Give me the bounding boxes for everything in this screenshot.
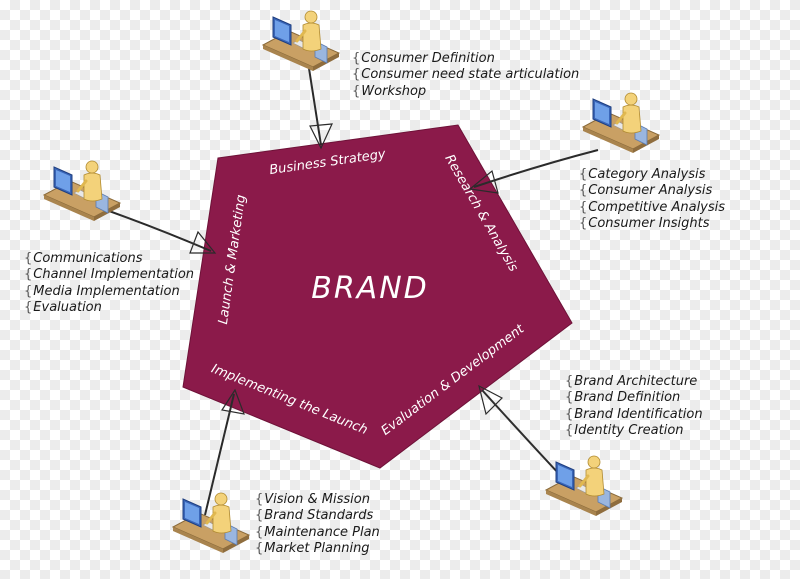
list-item: Market Planning (255, 541, 380, 557)
brand-pentagon (182, 124, 573, 469)
brand-list: Brand Architecture Brand Definition Bran… (565, 374, 703, 440)
person-at-computer-icon (581, 91, 661, 155)
communications-list: Communications Channel Implementation Me… (24, 251, 194, 317)
list-item: Consumer Definition (352, 51, 579, 67)
list-item: Identity Creation (565, 423, 703, 439)
analysis-list: Category Analysis Consumer Analysis Comp… (579, 167, 725, 233)
list-item: Brand Identification (565, 407, 702, 423)
list-item: Brand Definition (565, 390, 703, 406)
list-item: Communications (24, 251, 194, 267)
list-item: Vision & Mission (255, 492, 380, 508)
list-item: Media Implementation (24, 284, 194, 300)
list-item: Maintenance Plan (255, 525, 380, 541)
list-item: Consumer Insights (579, 216, 725, 232)
person-at-computer-icon (544, 454, 624, 518)
person-at-computer-icon (171, 491, 251, 555)
consumer-list: Consumer Definition Consumer need state … (352, 51, 579, 100)
list-item: Category Analysis (579, 167, 725, 183)
arrow-bottom-left (204, 388, 245, 516)
arrow-bottom-right (478, 384, 561, 476)
arrow-right (468, 149, 599, 194)
list-item: Workshop (352, 84, 579, 100)
person-at-computer-icon (42, 159, 122, 223)
brand-center-label: BRAND (311, 271, 429, 306)
arrow-top (307, 61, 333, 150)
list-item: Consumer Analysis (579, 183, 725, 199)
list-item: Competitive Analysis (579, 200, 725, 216)
list-item: Channel Implementation (24, 267, 194, 283)
list-item: Consumer need state articulation (352, 67, 579, 83)
vision-list: Vision & Mission Brand Standards Mainten… (255, 492, 380, 558)
person-at-computer-icon (261, 9, 341, 73)
list-item: Brand Architecture (565, 374, 703, 390)
list-item: Evaluation (24, 300, 194, 316)
list-item: Brand Standards (255, 508, 380, 524)
arrow-left (91, 204, 217, 254)
